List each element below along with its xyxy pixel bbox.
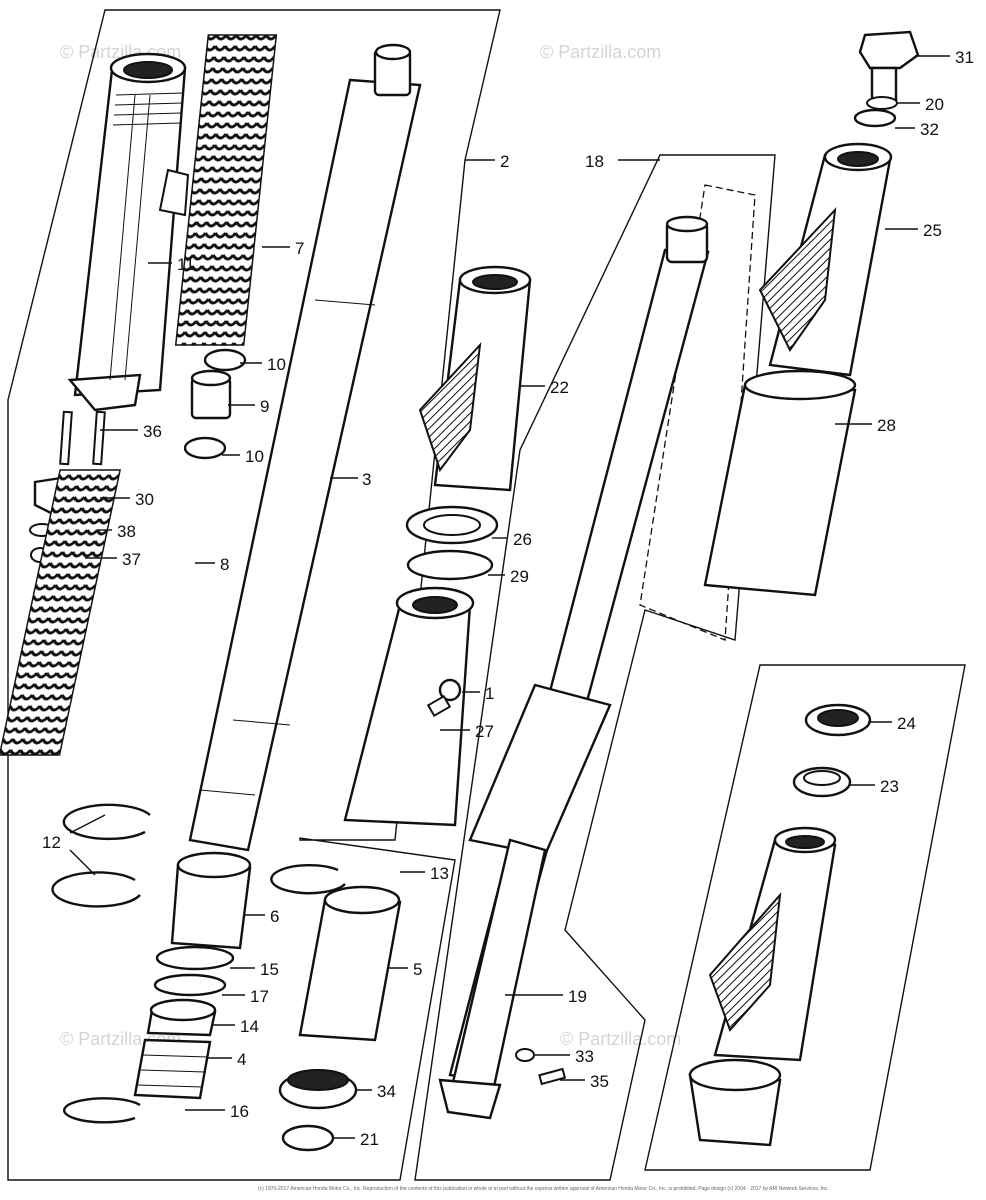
callout-15: 15 [260,960,279,979]
callout-25: 25 [923,221,942,240]
part-10-washer-upper [203,348,247,372]
part-20-washer [866,96,898,110]
part-19-fork-leg [438,215,710,1120]
callout-30: 30 [135,490,154,509]
callout-36: 36 [143,422,162,441]
callout-9: 9 [260,397,269,416]
callout-38: 38 [117,522,136,541]
part-15-seal [155,945,235,971]
callout-20: 20 [925,95,944,114]
part-11-outer-tube [67,52,190,412]
part-8-spring [0,469,122,756]
part-32-washer [853,108,897,128]
callout-1: 1 [485,684,494,703]
part-14-ring [146,998,217,1037]
part-36-studs [59,410,106,466]
callout-3: 3 [362,470,371,489]
part-9-spacer [190,369,232,420]
part-16-clip [63,1097,141,1124]
callout-27: 27 [475,722,494,741]
part-26-seal [405,505,499,545]
callout-5: 5 [413,960,422,979]
callout-29: 29 [510,567,529,586]
callout-4: 4 [237,1050,246,1069]
part-17-washer [153,973,227,997]
callout-24: 24 [897,714,916,733]
part-3-fork-pipe [188,43,422,852]
part-35-bolt [538,1067,567,1086]
callout-22: 22 [550,378,569,397]
callout-17: 17 [250,987,269,1006]
callout-14: 14 [240,1017,259,1036]
part-12-circlip-upper [62,803,151,841]
dashed-assembly-frame [639,184,756,641]
part-25-upper-cover [758,142,893,377]
part-4-piston [133,1038,212,1100]
part-23-bushing [792,766,852,798]
callout-19: 19 [568,987,587,1006]
part-10-washer-lower [183,436,227,460]
part-12-circlip-lower [51,871,141,908]
watermark: © Partzilla.com [540,42,661,62]
callout-16: 16 [230,1102,249,1121]
lower-right-cover-assembly [688,826,837,1147]
callout-6: 6 [270,907,279,926]
part-22-fork-cover [418,265,532,492]
leader-lines [69,55,950,1139]
part-24-seal [804,703,872,737]
callout-34: 34 [377,1082,396,1101]
group-frame-23-24 [644,664,966,1171]
part-31-cap-bolt [858,30,920,102]
callout-7: 7 [295,239,304,258]
callout-12: 12 [42,833,61,852]
part-34-nut [278,1069,358,1110]
part-21-ring [281,1124,335,1152]
part-1-bolt [426,678,462,718]
part-13-ring [270,864,346,895]
part-33-washer [515,1048,535,1062]
watermark: © Partzilla.com [560,1029,681,1049]
callout-35: 35 [590,1072,609,1091]
callout-10b: 10 [245,447,264,466]
callout-8: 8 [220,555,229,574]
part-28-lower-cover [703,369,857,597]
callout-2: 2 [500,152,509,171]
callout-26: 26 [513,530,532,549]
part-5-tube [298,885,402,1042]
callout-23: 23 [880,777,899,796]
group-frame-2 [7,9,501,1181]
callout-13: 13 [430,864,449,883]
copyright-notice: (c) 1970-2017 American Honda Motor Co., … [258,1186,829,1192]
callout-37: 37 [122,550,141,569]
part-29-ring [406,549,494,581]
part-27-lower-cover [343,586,475,827]
callout-11: 11 [177,255,195,274]
callout-31: 31 [955,48,974,67]
callout-28: 28 [877,416,896,435]
part-7-spring [174,34,278,346]
callout-21: 21 [360,1130,379,1149]
callout-18: 18 [585,152,604,171]
callout-33: 33 [575,1047,594,1066]
part-6-bushing [170,851,252,950]
callout-10a: 10 [267,355,286,374]
callouts: 31 20 32 25 28 2 18 11 7 10 9 10 36 3 22… [42,48,974,1149]
callout-32: 32 [920,120,939,139]
